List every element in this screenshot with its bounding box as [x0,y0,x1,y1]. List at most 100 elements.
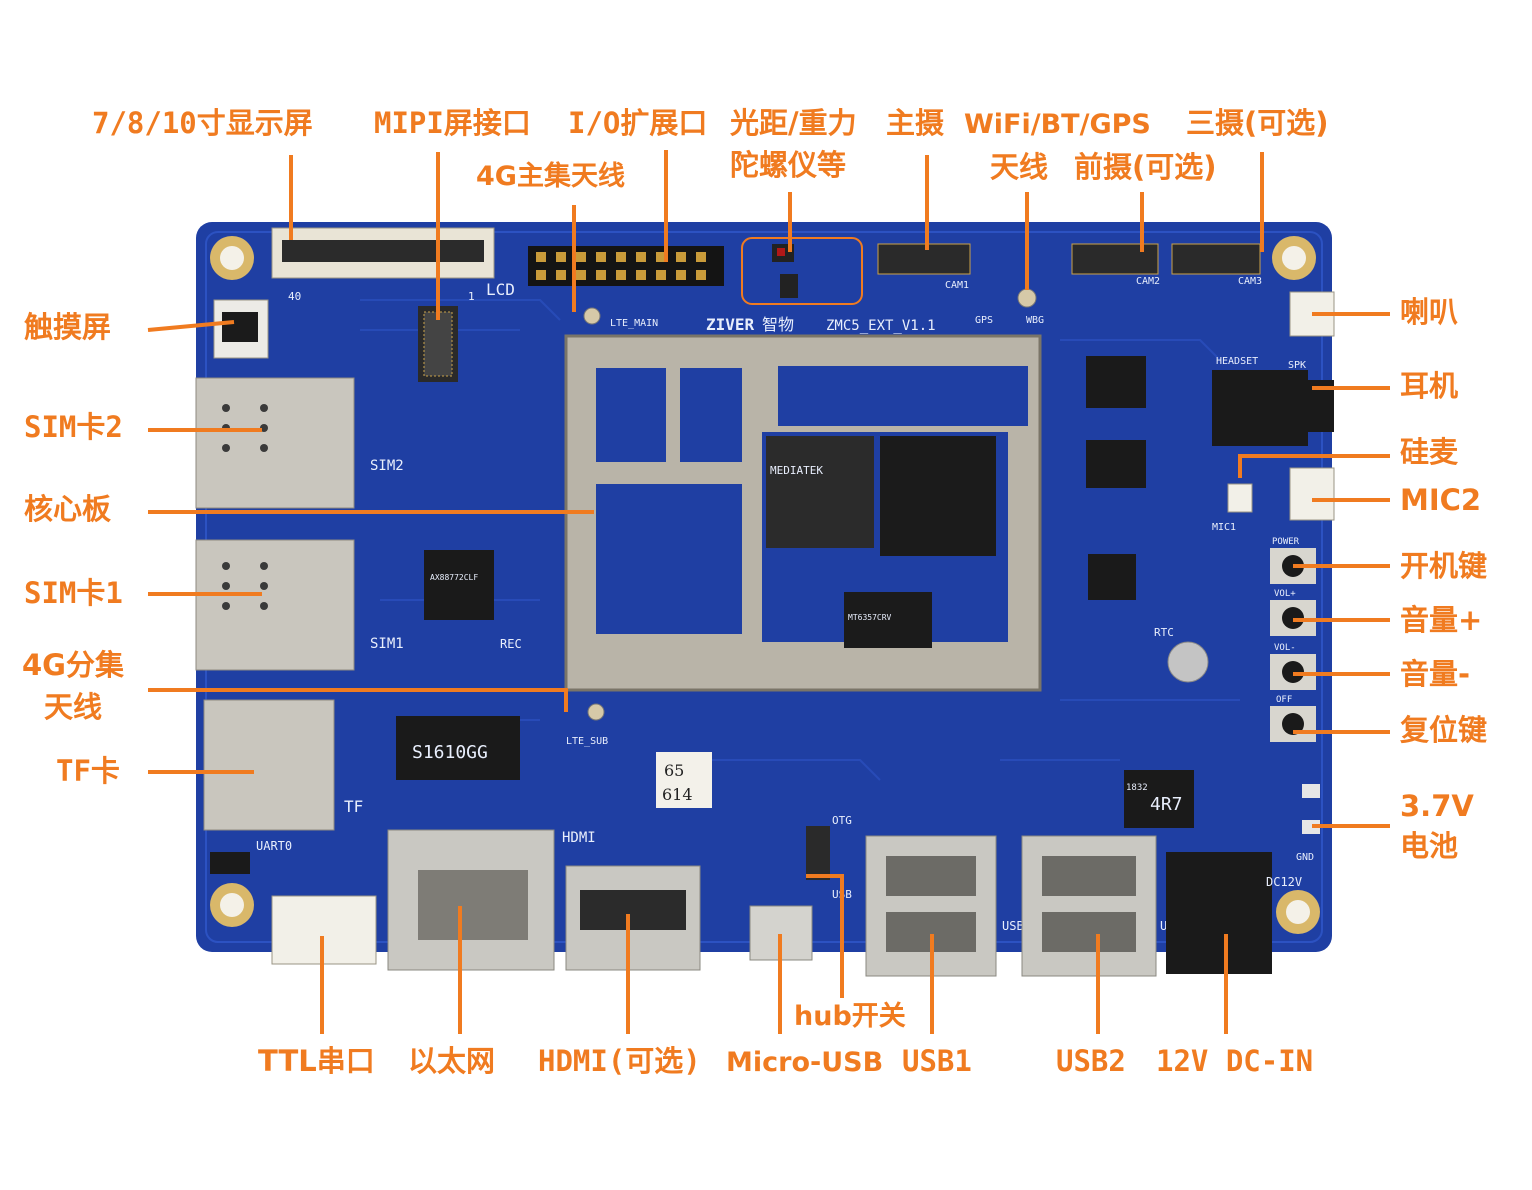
silkscreen-text: SPK [1288,360,1306,371]
silkscreen-text: VOL+ [1274,589,1296,599]
callout-battery-2: 电池 [1400,829,1459,863]
pmic-chip [844,592,932,648]
hub-switch [806,826,830,880]
callout-usb2: USB2 [1056,1044,1126,1078]
silkscreen-text: LCD [486,280,515,299]
callout-lte-sub-2: 天线 [44,690,103,724]
callout-mic2: MIC2 [1400,483,1482,517]
silkscreen-text: GPS [975,315,993,326]
callout-leaders [147,150,1390,1034]
mic2-connector [1289,467,1335,521]
callout-wifi-1: WiFi/BT/GPS [964,109,1151,140]
sim1-slot [195,539,355,671]
cam1-connector [877,243,971,275]
callout-earphone: 耳机 [1400,369,1459,403]
inductor [1124,770,1194,828]
lte-sub-connector [587,703,605,721]
memory-chip [880,436,996,556]
dc-jack [1166,852,1272,974]
callout-ethernet: 以太网 [408,1044,496,1078]
silkscreen-text: CAM2 [1136,276,1160,287]
leader-hub-switch [806,874,844,998]
silkscreen-text: 614 [662,785,693,804]
silkscreen-text: CAM1 [945,280,969,291]
silkscreen-text: REC [500,637,522,651]
callout-mic: 硅麦 [1400,435,1459,469]
silkscreen-text: POWER [1272,537,1300,547]
callout-hdmi: HDMI(可选) [538,1044,701,1078]
silkscreen-text: TF [344,797,363,816]
silkscreen-text: 4R7 [1150,794,1183,815]
callout-micro-usb: Micro-USB [726,1047,884,1078]
callout-usb1: USB1 [902,1044,972,1078]
silkscreen-text: UART0 [256,839,292,853]
silkscreen-text: 1 [468,290,475,303]
callout-vol-up: 音量+ [1400,603,1483,637]
silkscreen-text: MIC1 [1212,522,1236,533]
soc-chip [766,436,874,548]
callout-hub-switch: hub开关 [794,1001,906,1032]
callout-lte-sub-1: 4G分集 [22,648,124,682]
silkscreen-text: ZIVER [706,315,755,334]
callout-mipi: MIPI屏接口 [374,106,531,140]
wbg-antenna-connector [1017,288,1037,308]
callout-power-key: 开机键 [1400,549,1488,583]
silkscreen-text: 65 [664,761,684,780]
silkscreen-text: GND [1296,852,1314,863]
callout-touch: 触摸屏 [24,310,112,344]
transformer [396,716,520,780]
silkscreen-text: VOL- [1274,643,1296,653]
silkscreen-text: HEADSET [1216,356,1258,367]
cam2-connector [1071,243,1159,275]
silkscreen-text: MT6357CRV [848,613,892,622]
silkscreen-text: S1610GG [412,742,488,763]
callout-lte-main: 4G主集天线 [476,161,625,192]
silkscreen-text: OFF [1276,695,1292,705]
callout-battery-1: 3.7V [1400,789,1474,823]
silkscreen-text: DC12V [1266,875,1302,889]
callout-sim1: SIM卡1 [24,576,123,610]
mounting-holes [210,236,1320,934]
lte-main-connector [583,307,601,325]
silkscreen-text: CAM3 [1238,276,1262,287]
callout-main-cam: 主摄 [886,106,945,140]
sim2-slot [195,377,355,509]
headphone-jack [1212,370,1308,446]
callout-sensor-2: 陀螺仪等 [730,148,847,182]
leader-lte-sub [148,688,568,712]
silkscreen-text: RTC [1154,626,1174,639]
handwritten-sticker [656,752,712,808]
silkscreen-text: 40 [288,290,301,303]
silkscreen-text: SIM2 [370,458,404,474]
silkscreen-text: AX88772CLF [430,573,478,582]
sensor-area [741,237,863,305]
silkscreen-text: 1832 [1126,783,1148,793]
mic1 [1227,483,1253,513]
callout-vol-down: 音量- [1400,657,1471,691]
callout-ttl: TTL串口 [258,1044,375,1078]
callout-front-cam: 前摄(可选) [1074,150,1217,184]
silkscreen-text: SIM1 [370,636,404,652]
callout-tf: TF卡 [56,754,120,788]
silkscreen-text: WBG [1026,315,1044,326]
leader-touch [147,320,235,332]
callout-io: I/O扩展口 [568,106,708,140]
callout-dc-in: 12V DC-IN [1156,1044,1314,1078]
callout-third-cam: 三摄(可选) [1186,106,1329,140]
callout-speaker: 喇叭 [1400,295,1459,329]
tf-slot [203,699,335,831]
callout-display: 7/8/10寸显示屏 [92,106,313,140]
silkscreen-text: 智物 [762,315,794,334]
silkscreen-text: HDMI [562,830,596,846]
callout-sim2: SIM卡2 [24,410,123,444]
callout-sensor-1: 光距/重力 [730,106,857,140]
silkscreen-text: MEDIATEK [770,464,823,477]
cam3-connector [1171,243,1261,275]
silkscreen-text: LTE_MAIN [610,318,658,329]
silkscreen-text: LTE_SUB [566,736,608,747]
callout-core: 核心板 [24,492,112,526]
callout-reset: 复位键 [1400,713,1488,747]
rtc-battery [1167,641,1209,683]
